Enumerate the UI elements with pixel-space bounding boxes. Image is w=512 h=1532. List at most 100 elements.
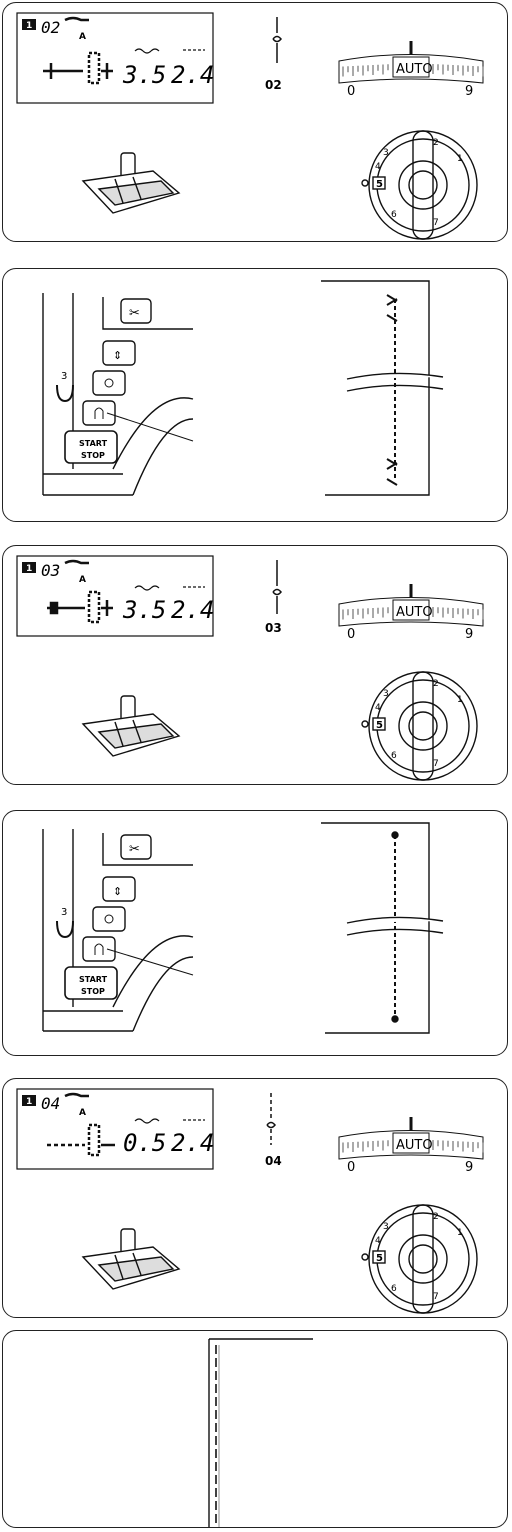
fabric-seam [321, 280, 444, 496]
reverse-button[interactable] [82, 936, 116, 962]
panel-pattern-02: 1 02 A 3.5 2.4 02 [2, 2, 508, 242]
tension-auto-label: AUTO [396, 62, 433, 77]
reverse-number: 3 [61, 371, 67, 382]
dial-number-6: 6 [391, 210, 397, 220]
dial-number-2: 2 [433, 138, 439, 148]
lcd-width-value: 3.5 [122, 596, 166, 624]
stitch-symbol [266, 1093, 276, 1145]
lcd-display: 1 02 A 3.5 2.4 [16, 12, 214, 104]
lcd-foot-letter: A [79, 575, 86, 585]
stitch-symbol [272, 17, 282, 63]
dial-number-3: 3 [383, 148, 389, 158]
lcd-pattern-number: 03 [41, 561, 60, 580]
dial-number-6: 6 [391, 751, 397, 761]
lcd-stitch-preview [47, 1123, 115, 1157]
lock-stitch-button[interactable] [92, 906, 126, 932]
width-icon [134, 585, 160, 591]
buttons-illustration-1: 3 ✂ ⇕ START STOP [42, 280, 444, 496]
panel-buttons-1: 3 ✂ ⇕ START STOP [2, 268, 508, 522]
tension-auto-label: AUTO [396, 605, 433, 620]
scissors-button[interactable]: ✂ [120, 298, 152, 324]
dial-number-7: 7 [433, 218, 439, 228]
up-down-arrow-icon: ⇕ [113, 885, 122, 898]
pattern-03-illustration: 1 03 A 3.5 2.4 03 [16, 555, 484, 781]
stitch-number-label: 03 [265, 621, 282, 635]
lcd-length-value: 2.4 [171, 61, 214, 89]
lcd-display: 1 03 A 3.5 2.4 [16, 555, 214, 637]
reverse-icon [94, 943, 104, 955]
tension-auto-label: AUTO [396, 1138, 433, 1153]
reverse-icon [94, 407, 104, 419]
start-stop-button[interactable]: START STOP [64, 966, 118, 1000]
dial-selected-number: 5 [376, 179, 383, 190]
needle-up-down-button[interactable]: ⇕ [102, 340, 136, 366]
presser-foot-illustration [81, 1228, 181, 1290]
dial-number-1: 1 [457, 154, 463, 164]
dial-number-4: 4 [375, 703, 381, 713]
tension-max-label: 9 [465, 627, 473, 642]
lcd-stitch-preview [43, 51, 113, 85]
lock-stitch-icon [104, 914, 114, 924]
needle-up-down-button[interactable]: ⇕ [102, 876, 136, 902]
start-label: START [79, 439, 108, 448]
panel-pattern-03: 1 03 A 3.5 2.4 03 [2, 545, 508, 785]
start-stop-button[interactable]: START STOP [64, 430, 118, 464]
lcd-length-value: 2.4 [171, 596, 214, 624]
tension-dial: AUTO 0 9 [338, 584, 484, 642]
lcd-pattern-number: 02 [41, 18, 60, 37]
svg-text:1: 1 [26, 1097, 32, 1107]
tension-min-label: 0 [347, 1160, 355, 1175]
buttons-illustration-2: 3 ✂ ⇕ START STOP [42, 822, 444, 1034]
pattern-02-illustration: 1 02 A 3.5 2.4 02 [16, 12, 484, 240]
dial-number-7: 7 [433, 759, 439, 769]
dial-number-2: 2 [433, 679, 439, 689]
dial-number-6: 6 [391, 1284, 397, 1294]
panel-seam [2, 1330, 508, 1528]
dial-number-1: 1 [457, 695, 463, 705]
lcd-display: 1 04 A 0.5 2.4 [16, 1088, 214, 1170]
width-icon [134, 1118, 160, 1124]
scissors-icon: ✂ [129, 842, 140, 857]
lcd-foot-letter: A [79, 32, 86, 42]
start-label: START [79, 975, 108, 984]
lock-stitch-button[interactable] [92, 370, 126, 396]
lcd-pattern-number: 04 [41, 1094, 60, 1113]
presser-foot-illustration [81, 152, 181, 214]
dial-selected-number: 5 [376, 720, 383, 731]
reverse-number: 3 [61, 907, 67, 918]
tension-max-label: 9 [465, 1160, 473, 1175]
stitch-number-label: 02 [265, 78, 282, 92]
pointer-line [106, 412, 194, 442]
tension-dial: AUTO 0 9 [338, 41, 484, 99]
pointer-line [106, 948, 194, 976]
tension-min-label: 0 [347, 627, 355, 642]
fabric-seam [321, 822, 444, 1034]
stop-label: STOP [81, 451, 105, 460]
presser-foot-icon [64, 1092, 89, 1098]
reverse-arrow-icon [56, 384, 74, 403]
memory-icon [22, 19, 36, 30]
stitch-symbol [272, 560, 282, 614]
stitch-length-dial [361, 1204, 478, 1314]
dial-number-3: 3 [383, 689, 389, 699]
scissors-button[interactable]: ✂ [120, 834, 152, 860]
stop-label: STOP [81, 987, 105, 996]
presser-foot-illustration [81, 695, 181, 757]
stitch-length-dial [361, 671, 478, 781]
up-down-arrow-icon: ⇕ [113, 349, 122, 362]
lcd-stitch-preview [47, 590, 113, 624]
svg-text:1: 1 [26, 564, 32, 574]
dial-number-3: 3 [383, 1222, 389, 1232]
dial-number-4: 4 [375, 162, 381, 172]
presser-foot-icon [64, 16, 89, 22]
dial-number-4: 4 [375, 1236, 381, 1246]
stitch-length-dial [361, 130, 478, 240]
panel-buttons-2: 3 ✂ ⇕ START STOP [2, 810, 508, 1056]
reverse-arrow-icon [56, 920, 74, 939]
stitch-number-label: 04 [265, 1154, 282, 1168]
scissors-icon: ✂ [129, 306, 140, 321]
svg-text:1: 1 [26, 21, 32, 31]
reverse-button[interactable] [82, 400, 116, 426]
tension-max-label: 9 [465, 84, 473, 99]
dial-number-2: 2 [433, 1212, 439, 1222]
